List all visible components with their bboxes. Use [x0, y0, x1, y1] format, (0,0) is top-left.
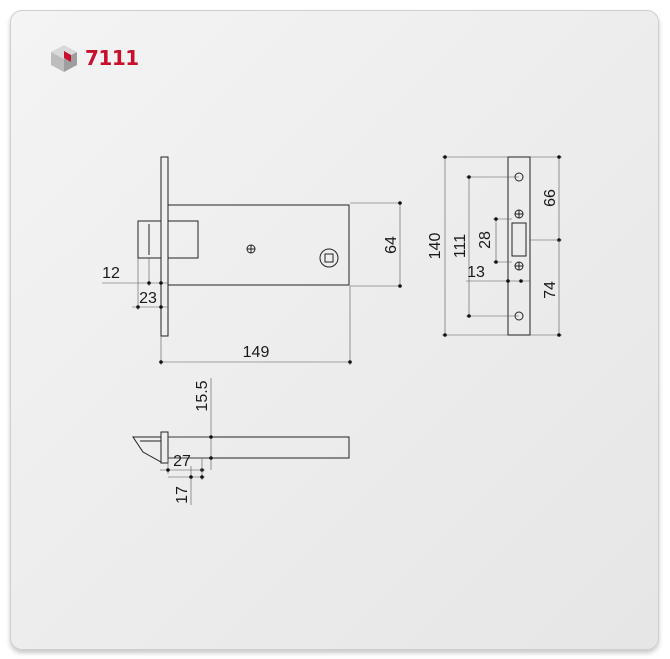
lock-case-top [167, 436, 350, 459]
dim-strike-total: 140 [427, 155, 508, 337]
latch-bolt [137, 220, 161, 259]
dim-strike-lower: 74 [530, 240, 562, 337]
svg-text:66: 66 [542, 189, 559, 207]
strike-plate-outline [507, 156, 531, 336]
dim-backset-12: 12 [102, 258, 168, 286]
cube-icon [51, 45, 77, 72]
svg-text:111: 111 [452, 234, 469, 258]
svg-text:12: 12 [102, 265, 120, 282]
svg-text:27: 27 [173, 453, 191, 470]
svg-text:15.5: 15.5 [194, 380, 211, 411]
lock-top-view [132, 431, 350, 464]
dim-strike-width: 13 [466, 264, 530, 283]
svg-text:140: 140 [427, 233, 444, 260]
faceplate-top [160, 431, 169, 464]
faceplate [160, 156, 169, 337]
dim-latch-27: 27 [160, 453, 205, 474]
svg-text:17: 17 [174, 486, 191, 504]
svg-text:74: 74 [542, 281, 559, 299]
lock-body-front-view [137, 156, 350, 337]
lock-case [167, 204, 350, 286]
svg-text:28: 28 [477, 231, 494, 249]
product-code: 7111 [85, 46, 139, 70]
latch-housing [168, 220, 199, 259]
screw-icon [514, 209, 524, 219]
screw-icon [514, 261, 524, 271]
dim-backset-23: 23 [132, 258, 168, 310]
svg-text:149: 149 [243, 344, 270, 361]
dim-strike-opening: 28 [477, 217, 512, 264]
dim-body-length: 149 [159, 286, 352, 365]
strike-plate [507, 156, 531, 336]
svg-text:23: 23 [139, 290, 157, 307]
dim-strike-holes: 111 [452, 175, 519, 318]
svg-text:13: 13 [467, 264, 485, 281]
spindle-hole [319, 248, 339, 268]
dim-body-height: 64 [350, 201, 402, 288]
dim-strike-upper: 66 [530, 155, 562, 242]
product-logo: 7111 [49, 43, 139, 73]
dim-latch-thickness: 15.5 [168, 378, 214, 470]
latch-bolt-top [132, 436, 162, 463]
svg-text:64: 64 [383, 236, 400, 254]
screw-icon [246, 244, 256, 254]
strike-opening [511, 222, 527, 257]
dim-latch-17: 17 [168, 458, 205, 505]
product-card: 7111 [10, 10, 659, 650]
